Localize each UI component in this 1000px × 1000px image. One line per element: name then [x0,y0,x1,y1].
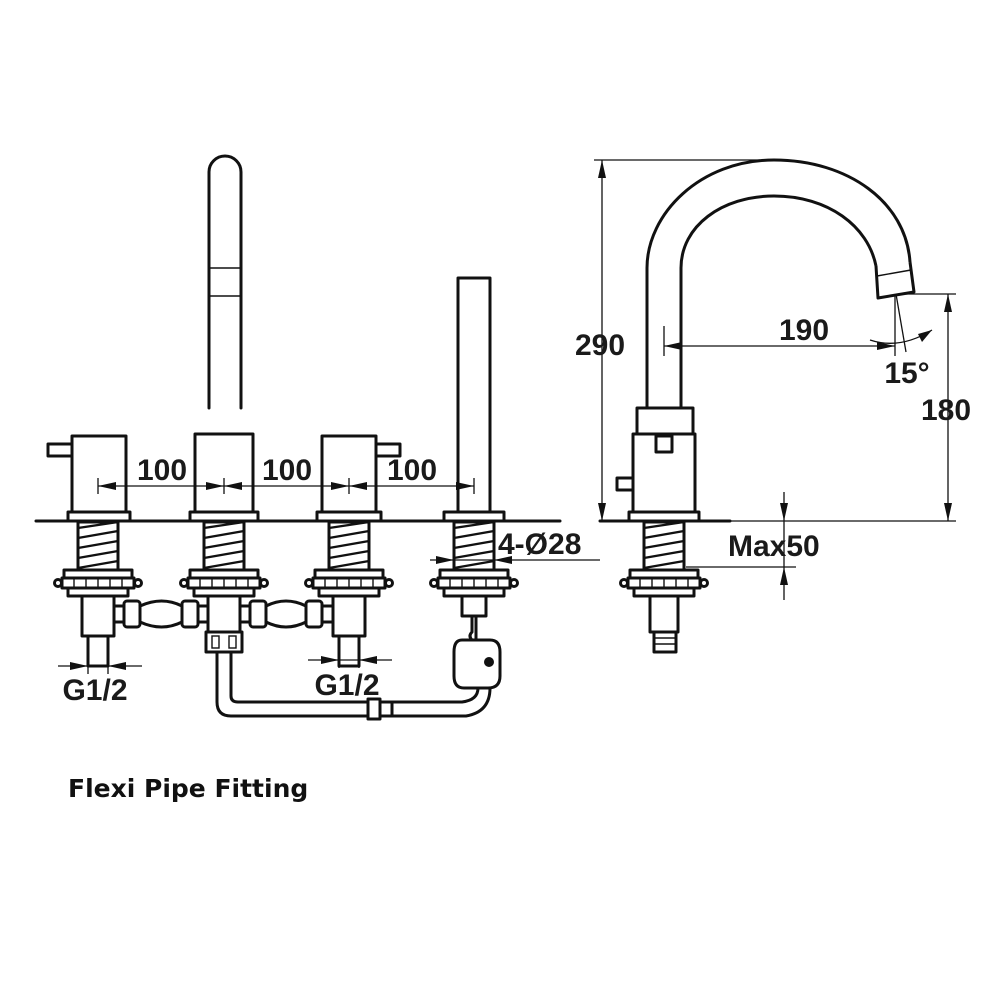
spacing-dimensions [97,478,475,494]
hand-shower [429,276,519,690]
connecting-hoses [112,599,492,721]
deck-max-dimension [686,492,796,600]
dimension-spacing-3: 100 [387,454,437,487]
height-290-dimension [594,159,760,521]
dimension-spout-height: 180 [921,394,971,427]
dimension-deck-thickness: Max50 [728,530,820,563]
caption: Flexi Pipe Fitting [68,774,308,803]
dimension-total-height: 290 [575,329,625,362]
dimension-hole-spec: 4-Ø28 [498,528,581,561]
angle-15-dimension [869,293,933,353]
side-spout [615,158,916,654]
left-handle-valve [46,434,143,668]
dimension-thread-right: G1/2 [314,669,379,702]
right-handle-valve [304,434,402,668]
reach-190-dimension [663,294,896,356]
dimension-thread-left: G1/2 [62,674,127,707]
thread-dimension-right [308,652,392,668]
hole-diameter-dimension [430,530,600,566]
dimension-spacing-1: 100 [137,454,187,487]
dimension-spacing-2: 100 [262,454,312,487]
thread-dimension-left [58,658,142,674]
dimension-spout-angle: 15° [884,357,929,390]
height-180-dimension [706,293,956,522]
center-spout-body [179,154,269,654]
dimension-spout-reach: 190 [779,314,829,347]
